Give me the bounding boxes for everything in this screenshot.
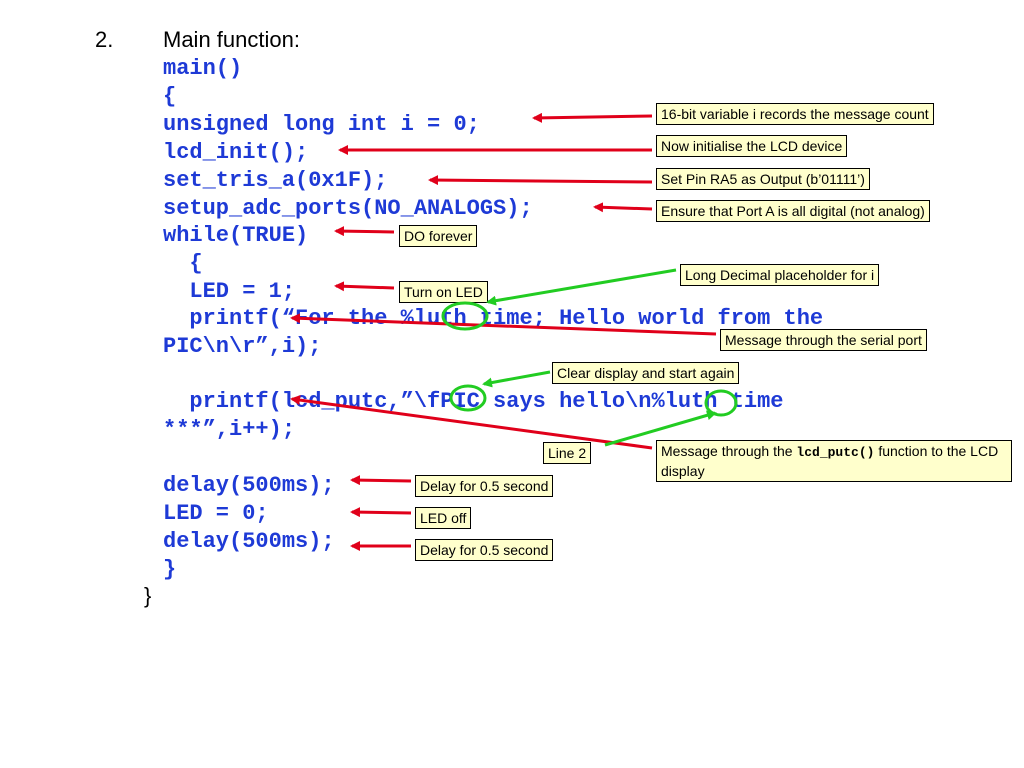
note-serial-port: Message through the serial port bbox=[720, 329, 927, 351]
note-line-2: Line 2 bbox=[543, 442, 592, 464]
code-line-setup-adc: setup_adc_ports(NO_ANALOGS); bbox=[163, 196, 533, 221]
note-long-decimal: Long Decimal placeholder for i bbox=[680, 264, 880, 286]
arrow-set-pin bbox=[428, 175, 653, 186]
note-variable-i: 16-bit variable i records the message co… bbox=[656, 103, 934, 125]
code-line-while: while(TRUE) bbox=[163, 223, 309, 248]
code-line-set-tris: set_tris_a(0x1F); bbox=[163, 168, 388, 193]
note-led-off: LED off bbox=[415, 507, 472, 529]
note-lcd-message-func: lcd_putc() bbox=[796, 445, 875, 460]
note-lcd-message-suffix: function to the LCD display bbox=[661, 443, 999, 479]
code-line-close-brace: } bbox=[163, 557, 177, 582]
arrow-turn-on-led bbox=[334, 281, 395, 292]
note-turn-on-led: Turn on LED bbox=[399, 281, 488, 303]
note-port-a: Ensure that Port A is all digital (not a… bbox=[656, 200, 930, 222]
arrow-led-off bbox=[350, 507, 412, 518]
code-line-delay-1: delay(500ms); bbox=[163, 473, 335, 498]
note-lcd-message: Message through the lcd_putc() function … bbox=[656, 440, 1012, 482]
note-clear-display: Clear display and start again bbox=[552, 362, 740, 384]
code-line-delay-2: delay(500ms); bbox=[163, 529, 335, 554]
code-line-main: main() bbox=[163, 56, 243, 81]
slide-heading: Main function: bbox=[163, 27, 300, 52]
code-line-led-on: LED = 1; bbox=[163, 279, 296, 304]
code-line-lcd-init: lcd_init(); bbox=[163, 140, 309, 165]
note-delay-2: Delay for 0.5 second bbox=[415, 539, 554, 561]
code-line-printf-lcd: printf(lcd_putc,”\fPIC says hello\n%luth… bbox=[163, 389, 784, 414]
note-lcd-init: Now initialise the LCD device bbox=[656, 135, 848, 157]
function-closing-brace: } bbox=[144, 583, 152, 608]
note-set-pin: Set Pin RA5 as Output (b’01111’) bbox=[656, 168, 870, 190]
note-lcd-message-prefix: Message through the bbox=[661, 443, 797, 459]
code-line-led-off: LED = 0; bbox=[163, 501, 269, 526]
slide-number: 2. bbox=[95, 27, 114, 52]
arrow-clear-display bbox=[482, 370, 551, 388]
arrow-variable-i bbox=[532, 112, 653, 123]
note-do-forever: DO forever bbox=[399, 225, 478, 247]
code-line-inner-brace: { bbox=[163, 251, 203, 276]
arrow-do-forever bbox=[334, 226, 395, 237]
note-delay-1: Delay for 0.5 second bbox=[415, 475, 554, 497]
code-line-printf-lcd-cont: ***”,i++); bbox=[163, 417, 296, 442]
arrow-long-decimal bbox=[486, 268, 677, 306]
arrow-delay-1 bbox=[350, 475, 412, 486]
code-line-open-brace: { bbox=[163, 84, 177, 109]
code-line-declare-i: unsigned long int i = 0; bbox=[163, 112, 480, 137]
arrow-port-a bbox=[593, 202, 653, 213]
code-line-printf-serial-cont: PIC\n\r”,i); bbox=[163, 334, 322, 359]
